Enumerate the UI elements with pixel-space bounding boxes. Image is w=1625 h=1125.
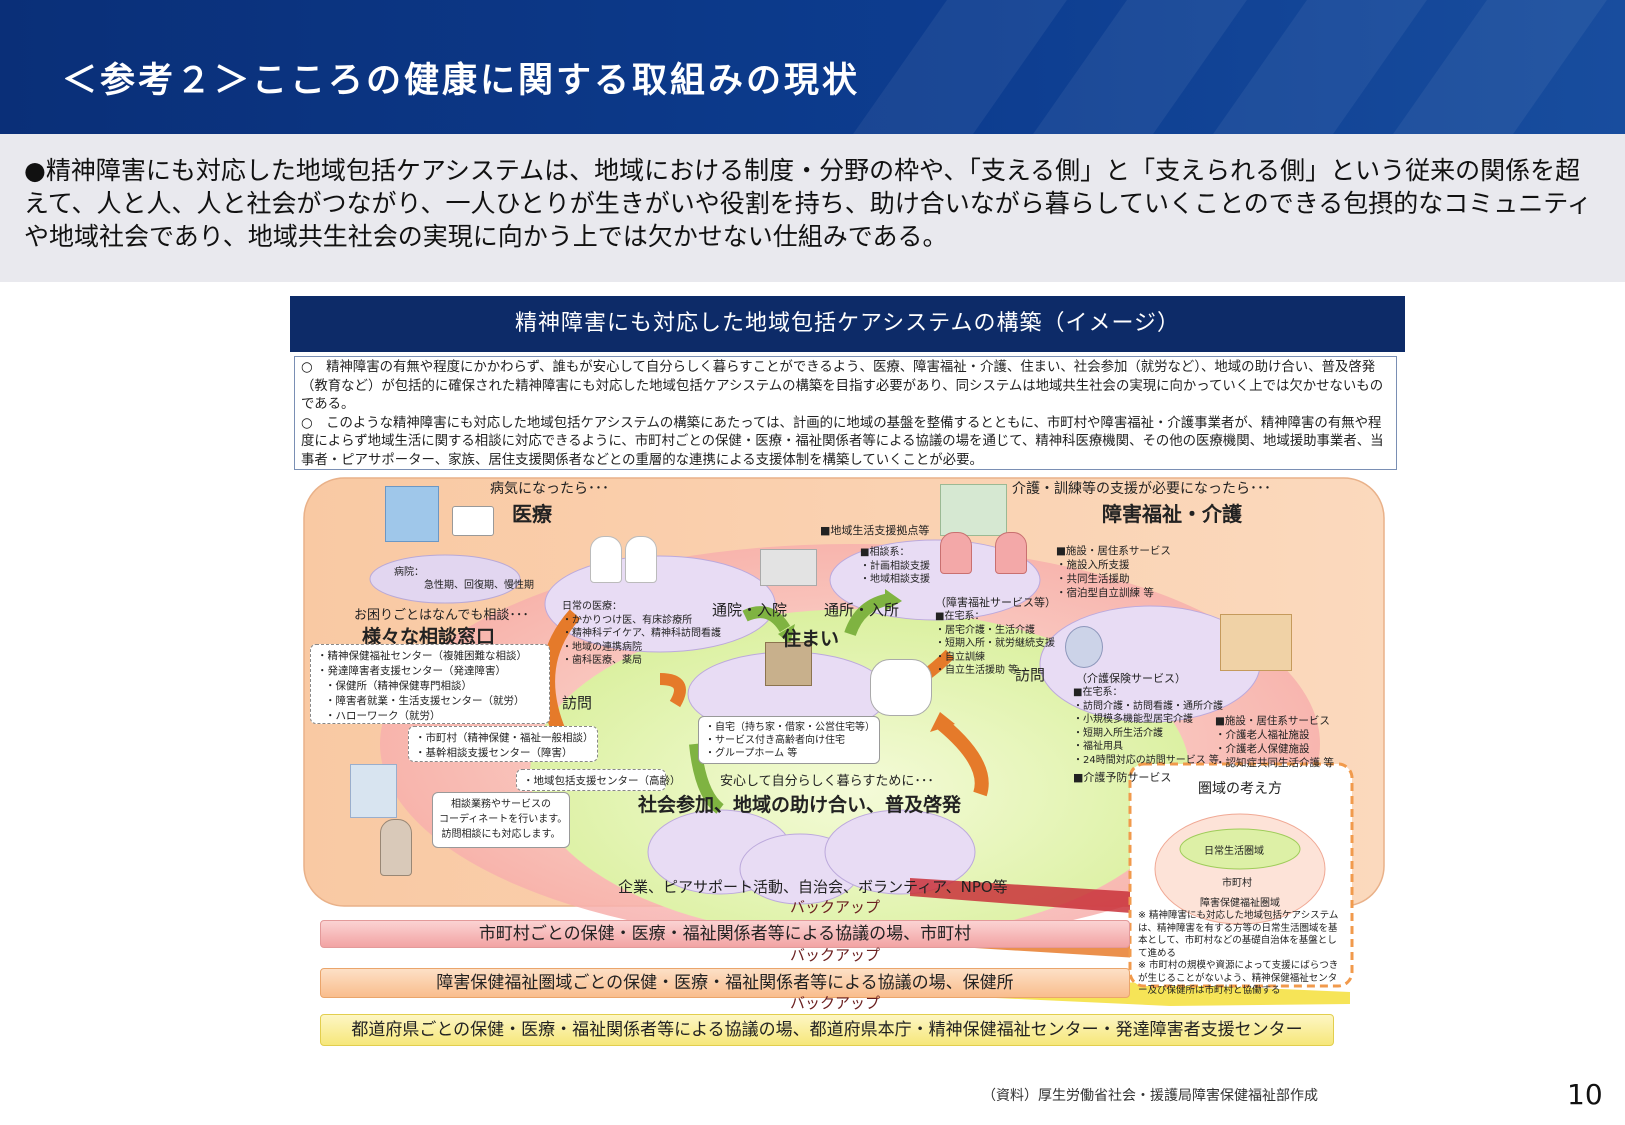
area-heading: 圏域の考え方 <box>1194 778 1286 798</box>
diagram-frame: 精神障害にも対応した地域包括ケアシステムの構築（イメージ） ○ 精神障害の有無や… <box>290 296 1405 1108</box>
consultation-office-icon <box>350 764 397 818</box>
health-district-council-band: 障害保健福祉圏域ごとの保健・医療・福祉関係者等による協議の場、保健所 <box>320 968 1130 998</box>
nurse-icon <box>625 536 657 583</box>
area-outer: 障害保健福祉圏域 <box>1200 898 1280 909</box>
coordinator-bubble: 相談業務やサービスのコーディネートを行います。訪問相談にも対応します。 <box>432 792 570 848</box>
helper-icon <box>995 532 1027 574</box>
care-facility-icon <box>1220 614 1292 671</box>
kaigo-home-services: ■在宅系：・訪問介護・訪問看護・通所介護・小規模多機能型居宅介護・短期入所生活介… <box>1073 687 1223 766</box>
home-services: ■在宅系：・居宅介護・生活介護・短期入所・就労継続支援・自立訓練・自立生活援助 … <box>935 611 1055 676</box>
area-inner: 日常生活圏域 <box>1204 846 1264 857</box>
municipal-council-band: 市町村ごとの保健・医療・福祉関係者等による協議の場、市町村 <box>320 920 1130 948</box>
visit-label-left: 訪問 <box>562 694 593 712</box>
consult-windows-box: ・精神保健福祉センター（複雑困難な相談）・発達障害者支援センター（発達障害）・保… <box>310 644 550 724</box>
care-worker-icon <box>940 532 972 574</box>
consult-services: ■相談系：・計画相談支援・地域相談支援 <box>860 547 930 585</box>
lead-panel: ●精神障害にも対応した地域包括ケアシステムは、地域における制度・分野の枠や、「支… <box>0 134 1625 282</box>
housing-heading: 住まい <box>782 628 840 650</box>
daily-medical-list: 日常の医療：・かかりつけ医、有床診療所・精神科デイケア、精神科訪問看護・地域の連… <box>562 601 721 666</box>
support-base-label: ■地域生活支援拠点等 <box>820 524 930 537</box>
backup-label-1: バックアップ <box>790 898 881 916</box>
diagram-notes: ○ 精神障害の有無や程度にかかわらず、誰もが安心して自分らしく暮らすことができる… <box>294 356 1397 470</box>
welfare-heading: 障害福祉・介護 <box>1102 502 1242 526</box>
social-heading: 社会参加、地域の助け合い、普及啓発 <box>638 794 962 816</box>
family-icon <box>870 659 932 716</box>
doctor-icon <box>590 536 622 583</box>
clinic-building-icon <box>760 549 817 586</box>
municipal-consult-box: ・市町村（精神保健・福祉一般相談）・基幹相談支援センター（障害） <box>408 726 598 762</box>
facility-visit-label: 通所・入所 <box>824 601 900 619</box>
welfare-service-label: （障害福祉サービス等） <box>935 596 1056 609</box>
area-notes: ※ 精神障害にも対応した地域包括ケアシステムは、精神障害を有する方等の日常生活圏… <box>1138 910 1339 996</box>
wheelchair-user-icon <box>1065 626 1103 668</box>
diagram-title: 精神障害にも対応した地域包括ケアシステムの構築（イメージ） <box>290 296 1405 352</box>
residential-services: ■施設・居住系サービス・施設入所支援・共同生活援助・宿泊型自立訓練 等 <box>1056 545 1171 599</box>
hospital-building-icon <box>385 486 439 542</box>
backup-label-3: バックアップ <box>790 994 881 1012</box>
consult-heading: 様々な相談窓口 <box>362 626 496 648</box>
page-title: ＜参考２＞こころの健康に関する取組みの現状 <box>62 61 861 101</box>
note-1: ○ 精神障害の有無や程度にかかわらず、誰もが安心して自分らしく暮らすことができる… <box>301 360 1384 413</box>
welfare-building-icon <box>940 484 1007 536</box>
medical-heading: 医療 <box>512 502 552 526</box>
note-2: ○ このような精神障害にも対応した地域包括ケアシステムの構築にあたっては、計画的… <box>301 415 1384 468</box>
hospital-visit-label: 通院・入院 <box>712 601 788 619</box>
coordinator-icon <box>380 819 412 876</box>
prefecture-council-band: 都道府県ごとの保健・医療・福祉関係者等による協議の場、都道府県本庁・精神保健福祉… <box>320 1014 1334 1046</box>
kaigo-facility-services: ■施設・居住系サービス・介護老人福祉施設・介護老人保健施設・認知症共同生活介護 … <box>1215 715 1334 769</box>
visit-label-right: 訪問 <box>1015 666 1046 684</box>
ambulance-icon <box>452 506 494 536</box>
page-number: 10 <box>1567 1078 1603 1111</box>
hospital-types: 病院：急性期、回復期、慢性期 <box>394 567 534 591</box>
housing-list: ・自宅（持ち家・借家・公営住宅等）・サービス付き高齢者向け住宅・グループホーム … <box>698 716 880 764</box>
area-middle: 市町村 <box>1222 878 1252 889</box>
welfare-trigger: 介護・訓練等の支援が必要になったら･･･ <box>1012 481 1271 497</box>
social-trigger: 安心して自分らしく暮らすために･･･ <box>720 774 934 789</box>
source-note: （資料）厚生労働省社会・援護局障害保健福祉部作成 <box>982 1088 1318 1104</box>
regional-support-box: ・地域包括支援センター（高齢） <box>516 769 681 791</box>
kaigo-label: （介護保険サービス） <box>1076 672 1186 685</box>
care-system-diagram: 病気になったら･･･ 医療 病院：急性期、回復期、慢性期 日常の医療：・かかりつ… <box>290 474 1405 1108</box>
medical-trigger: 病気になったら･･･ <box>490 481 609 497</box>
backup-label-2: バックアップ <box>790 946 881 964</box>
social-actors: 企業、ピアサポート活動、自治会、ボランティア、NPO等 <box>618 878 1008 896</box>
house-icon <box>765 642 812 686</box>
lead-text: ●精神障害にも対応した地域包括ケアシステムは、地域における制度・分野の枠や、「支… <box>24 156 1592 251</box>
consult-trigger: お困りごとはなんでも相談･･･ <box>354 608 529 623</box>
kaigo-prevention: ■介護予防サービス <box>1073 771 1172 784</box>
header-bar: ＜参考２＞こころの健康に関する取組みの現状 <box>0 0 1625 134</box>
